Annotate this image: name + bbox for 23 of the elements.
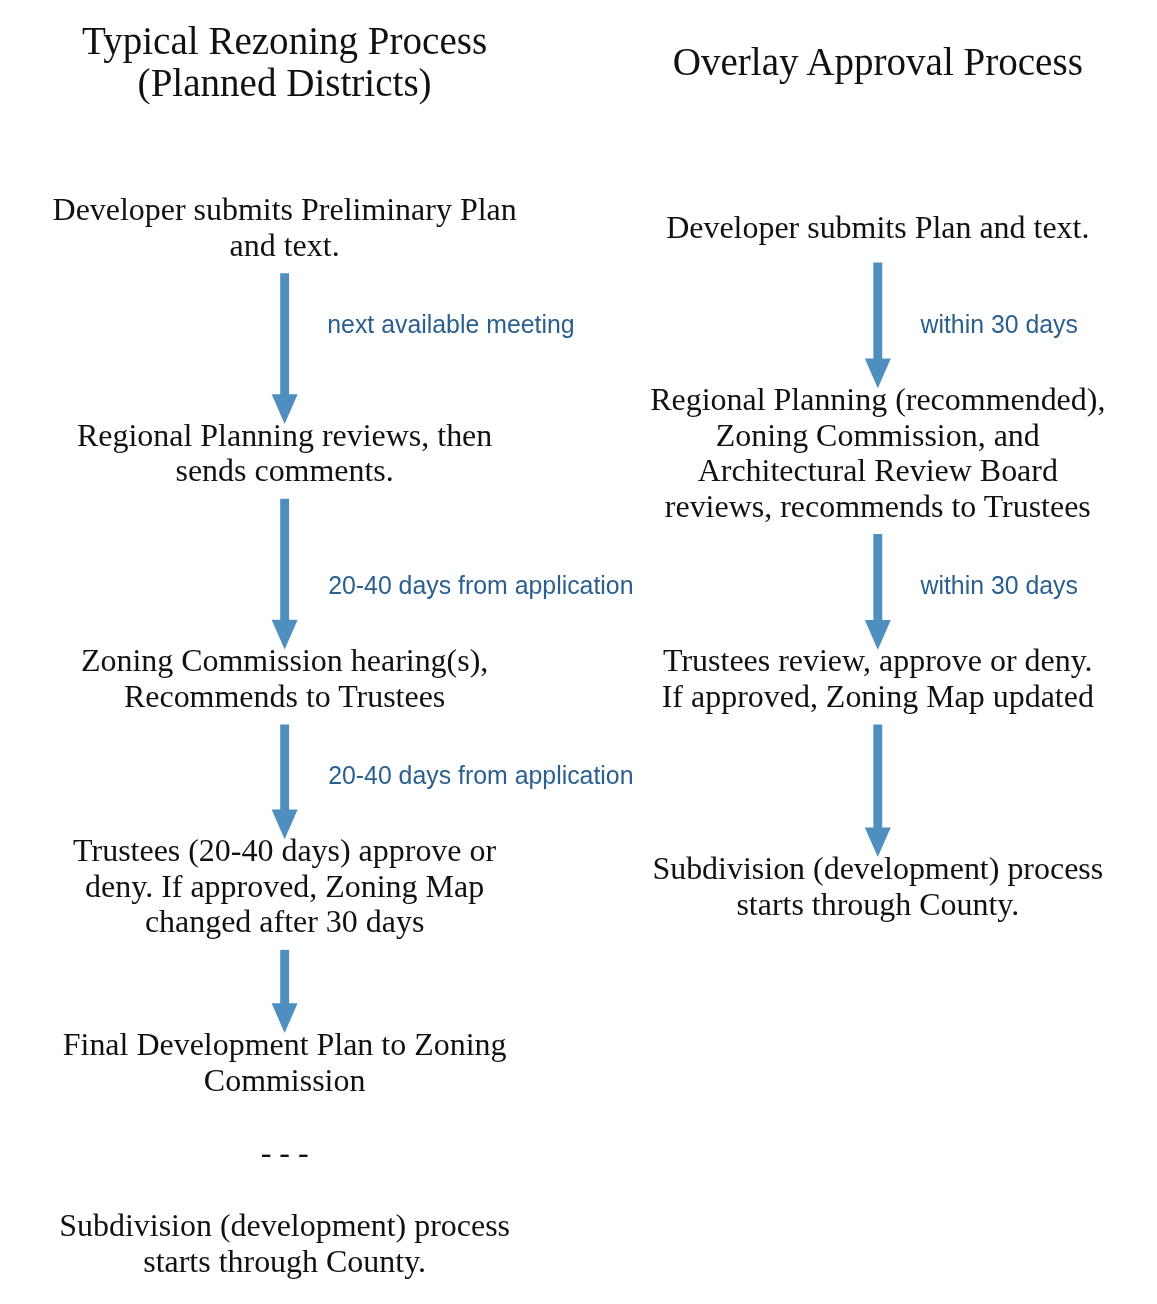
node-text: Developer submits Plan and text. (665, 210, 1089, 246)
node-text: Developer submits Preliminary Plan and text. (52, 192, 517, 263)
node-text: Subdivision (development) process starts through County. (651, 851, 1103, 922)
arrow (864, 533, 891, 650)
arrow (864, 262, 891, 389)
arrow (271, 724, 298, 840)
label: Typical Rezoning Process (Planned Districts) (81, 18, 487, 105)
arrow (271, 273, 298, 425)
node-text: Zoning Commission hearing(s), Recommends to Trustees (80, 643, 488, 714)
edge-label: 20-40 days from application (327, 760, 634, 789)
node-text: Trustees (20-40 days) approve or deny. If approved, Zoning Map changed after 30 days (72, 833, 496, 940)
edge-label: within 30 days (919, 309, 1078, 338)
edge-label: 20-40 days from application (327, 570, 634, 599)
node-text: Regional Planning reviews, then sends comments. (76, 417, 492, 489)
node-text: Regional Planning (recommended), Zoning Commission, and Architectural Review Board reviews, recommends to Trustees (649, 382, 1105, 524)
label: Overlay Approval Process (672, 39, 1083, 83)
node-text: Final Development Plan to Zoning Commission - - - Subdivision (development) process starts through County. (58, 1026, 510, 1279)
arrow (864, 724, 891, 858)
arrow (271, 498, 298, 650)
edge-label: next available meeting (326, 309, 575, 338)
arrow (271, 949, 298, 1033)
edge-label: within 30 days (919, 570, 1078, 599)
node-text: Trustees review, approve or deny. If approved, Zoning Map updated (661, 643, 1094, 714)
